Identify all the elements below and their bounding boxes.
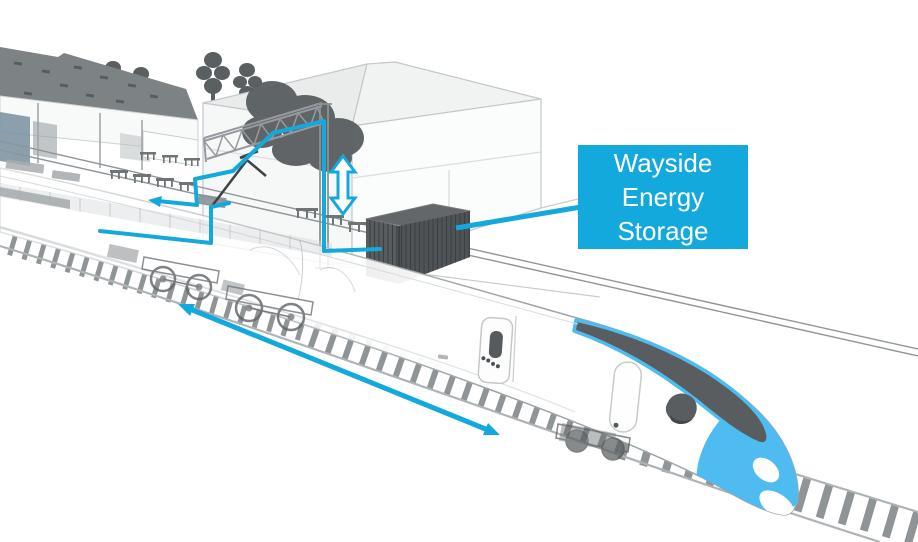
energy-conduit	[98, 119, 382, 253]
arrowhead-icon	[148, 196, 162, 207]
truss-top-chord	[203, 102, 323, 139]
bogie	[555, 423, 631, 461]
side-vent-shadow	[670, 415, 693, 425]
body-logo-mark	[437, 354, 449, 360]
sleepers	[307, 321, 627, 455]
roof-equipment	[5, 159, 45, 174]
bogie	[141, 256, 220, 301]
door-button	[491, 361, 496, 366]
label-line-1: Wayside	[613, 148, 713, 178]
roof-vents	[13, 61, 159, 104]
underframe-box	[106, 244, 139, 263]
skirt-seam	[0, 227, 576, 413]
train	[0, 159, 799, 516]
cab-canopy	[572, 318, 770, 446]
wall-base-edge	[540, 198, 579, 209]
roof-equipment	[51, 170, 81, 182]
car-gap-seam	[512, 315, 517, 383]
callout-line	[455, 204, 582, 231]
bench-icon	[110, 170, 128, 179]
roof-seam	[0, 175, 579, 325]
interior-lines	[319, 267, 356, 293]
platform-building	[0, 47, 199, 170]
pantograph-feed-arrow	[148, 196, 198, 207]
cab-door	[608, 361, 643, 433]
door-button	[486, 358, 491, 363]
conduit-roof-run	[98, 201, 231, 245]
door-window	[488, 331, 503, 359]
canopy-posts	[37, 103, 143, 170]
door-handle	[613, 422, 619, 428]
blue-wall-panel	[0, 112, 30, 166]
interior-lines	[249, 246, 301, 276]
label-line-2: Energy	[621, 182, 705, 212]
bench-icon	[296, 208, 318, 218]
bench-icon	[133, 174, 151, 183]
tree-icon	[196, 52, 230, 115]
nose-tip-panel	[759, 490, 795, 515]
window-mullions	[19, 187, 291, 249]
wall-seam	[351, 151, 542, 179]
bench-icon	[140, 152, 156, 160]
window-band	[0, 183, 332, 257]
train-motion-arrow-icon	[178, 304, 500, 435]
door-button	[481, 356, 486, 361]
container-side-face-corrugation	[399, 211, 470, 284]
bench-icon	[156, 178, 174, 187]
window-strip-dark	[0, 187, 70, 209]
conduit-main-run	[193, 119, 382, 253]
truss-end-post	[203, 137, 207, 163]
wayside-energy-storage-label: Wayside Energy Storage	[578, 145, 748, 249]
side-vent	[665, 393, 697, 424]
vertical-motion-arrow-icon	[328, 153, 358, 217]
label-line-3: Storage	[617, 216, 709, 246]
headlight-panel	[752, 457, 780, 483]
bench-icon	[162, 155, 178, 163]
bogie	[225, 285, 314, 332]
bench-icon	[184, 158, 200, 166]
door-button	[495, 364, 500, 369]
interior-lines	[297, 239, 304, 301]
passenger-door	[477, 316, 514, 385]
